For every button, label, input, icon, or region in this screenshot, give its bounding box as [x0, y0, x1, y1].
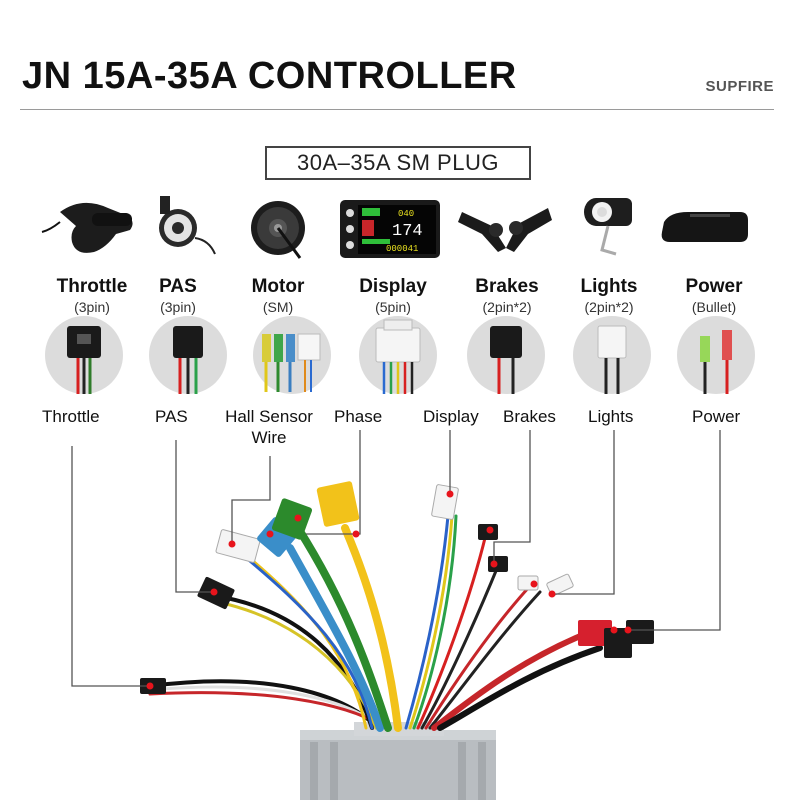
- wire-label-throttle: Throttle: [42, 407, 100, 426]
- callout-dots: [146, 490, 632, 690]
- component-display: Display (5pin): [338, 276, 448, 316]
- wire-label-pas: PAS: [155, 407, 188, 426]
- brakes-connector-photo: [467, 316, 545, 394]
- wire-label-power: Power: [692, 407, 741, 426]
- headlight-icon: [584, 198, 632, 256]
- power-plug: [578, 620, 654, 658]
- wire-bundle: [148, 514, 603, 732]
- wire-label-phase: Phase: [334, 407, 383, 426]
- lights-connector-photo: [573, 316, 651, 394]
- component-name: Power: [685, 276, 743, 297]
- component-name: PAS: [159, 276, 197, 297]
- component-name: Lights: [580, 276, 638, 297]
- plug-type-box: 30A–35A SM PLUG: [265, 146, 531, 180]
- wire-label-brakes: Brakes: [503, 407, 556, 426]
- component-name: Throttle: [56, 276, 128, 297]
- pas-connector-photo: [149, 316, 227, 394]
- component-pin-spec: (Bullet): [691, 299, 737, 315]
- throttle-icon: [41, 202, 133, 253]
- component-pin-spec: (5pin): [375, 299, 411, 315]
- component-motor: Motor (SM): [223, 276, 333, 316]
- component-pin-spec: (3pin): [74, 299, 110, 315]
- wire-label-lights: Lights: [588, 407, 634, 426]
- component-name: Display: [359, 276, 427, 297]
- wire-label-hall-line1: Hall Sensor: [225, 407, 313, 426]
- component-name: Brakes: [475, 276, 539, 297]
- wire-label-hall-line2: Wire: [251, 428, 287, 447]
- power-connector-photo: [677, 316, 755, 394]
- display-screen-line1: 040: [398, 209, 414, 219]
- hall-plug: [215, 529, 261, 563]
- component-pas: PAS (3pin): [123, 276, 233, 316]
- component-pin-spec: (3pin): [160, 299, 196, 315]
- phase-plug-yellow: [316, 481, 360, 527]
- phase-plug-green: [271, 498, 313, 540]
- pas-sensor-icon: [159, 196, 216, 255]
- component-pin-spec: (2pin*2): [584, 299, 634, 315]
- brake-levers-icon: [458, 208, 552, 252]
- component-lights: Lights (2pin*2): [554, 276, 664, 316]
- component-pin-spec: (2pin*2): [482, 299, 532, 315]
- component-name: Motor: [251, 276, 305, 297]
- display-plug: [431, 484, 459, 520]
- lights-plugs: [517, 573, 574, 597]
- motor-connector-photo: [253, 316, 331, 394]
- component-brakes: Brakes (2pin*2): [452, 276, 562, 316]
- brand-label: SUPFIRE: [705, 78, 774, 95]
- display-connector-photo: [359, 316, 437, 394]
- leader-lines: [71, 430, 721, 687]
- header-divider: [20, 109, 774, 110]
- page-title: JN 15A-35A CONTROLLER: [22, 55, 517, 97]
- display-icon: 040 174 000041: [340, 200, 440, 258]
- battery-icon: [661, 212, 748, 242]
- display-screen-speed: 174: [392, 222, 423, 241]
- component-pin-spec: (SM): [262, 299, 294, 315]
- component-power: Power (Bullet): [659, 276, 769, 316]
- brake-plug-2: [488, 556, 508, 572]
- wire-label-hall-sensor: Hall Sensor Wire: [218, 406, 320, 448]
- display-screen-odo: 000041: [386, 244, 418, 254]
- component-throttle: Throttle (3pin): [37, 276, 147, 316]
- hub-motor-icon: [251, 201, 305, 259]
- controller-body: [300, 722, 496, 800]
- throttle-connector-photo: [45, 316, 123, 394]
- wire-label-display: Display: [423, 407, 479, 426]
